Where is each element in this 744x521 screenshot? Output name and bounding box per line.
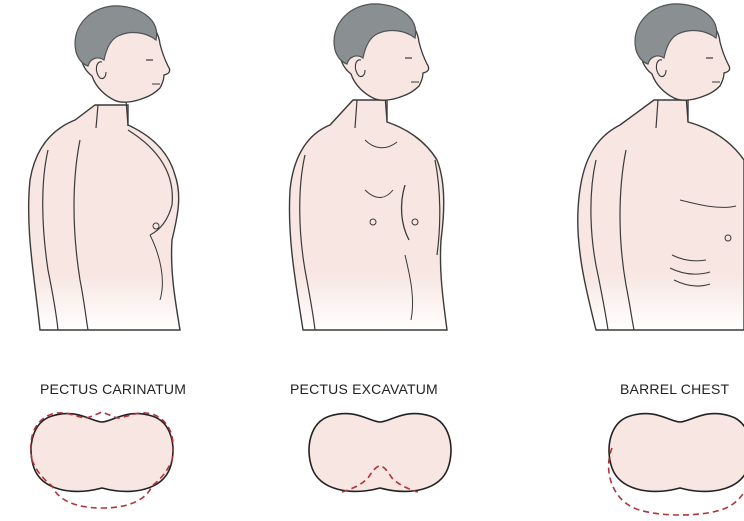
- label-pectus-carinatum: PECTUS CARINATUM: [40, 381, 186, 397]
- figure-pectus-excavatum: [255, 0, 495, 360]
- figure-pectus-carinatum: [10, 0, 230, 360]
- chest-cross-section: [22, 408, 182, 518]
- cross-section-pectus-carinatum: [22, 408, 182, 518]
- label-pectus-excavatum: PECTUS EXCAVATUM: [290, 381, 438, 397]
- human-profile-figure: [255, 0, 495, 360]
- cross-section-barrel-chest: [600, 408, 744, 521]
- chest-cross-section: [300, 408, 460, 518]
- figure-barrel-chest: [560, 0, 744, 360]
- human-profile-figure: [560, 0, 744, 360]
- cross-section-pectus-excavatum: [300, 408, 460, 518]
- label-barrel-chest: BARREL CHEST: [620, 381, 729, 397]
- human-profile-figure: [10, 0, 230, 360]
- chest-cross-section: [600, 408, 744, 521]
